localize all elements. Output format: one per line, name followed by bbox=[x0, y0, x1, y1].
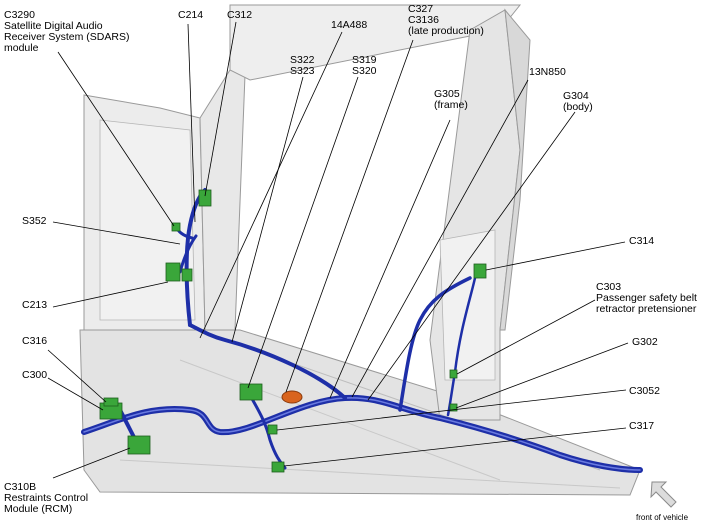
label-c314: C314 bbox=[629, 235, 655, 247]
leader-lines bbox=[47, 21, 629, 479]
label-g305: G305(frame) bbox=[434, 88, 468, 111]
label-c3052: C3052 bbox=[629, 385, 660, 397]
connector-c213-b bbox=[181, 268, 193, 282]
label-c316: C316 bbox=[22, 335, 48, 347]
connector-c317 bbox=[271, 461, 285, 473]
label-s352: S352 bbox=[22, 215, 47, 227]
label-g304: G304(body) bbox=[563, 90, 593, 113]
connector-c3052 bbox=[267, 424, 278, 435]
connectors bbox=[99, 189, 487, 473]
connector-c3290 bbox=[171, 222, 181, 232]
label-c213: C213 bbox=[22, 299, 48, 311]
label-13n850: 13N850 bbox=[529, 66, 566, 78]
vehicle-body bbox=[79, 4, 641, 496]
label-c300: C300 bbox=[22, 369, 48, 381]
connector-c316 bbox=[103, 397, 119, 407]
label-c317: C317 bbox=[629, 420, 655, 432]
label-c214: C214 bbox=[178, 9, 204, 21]
label-c312: C312 bbox=[227, 9, 253, 21]
front-arrow-icon bbox=[650, 481, 677, 508]
connector-c303 bbox=[449, 369, 458, 379]
connector-c310b bbox=[127, 435, 151, 455]
connector-c312 bbox=[198, 189, 212, 207]
connector-s319 bbox=[239, 383, 263, 401]
connector-c314 bbox=[473, 263, 487, 279]
connector-c213 bbox=[165, 262, 181, 282]
harness-clip bbox=[281, 390, 303, 404]
front-of-vehicle-label: front of vehicle bbox=[636, 513, 689, 522]
label-14a488: 14A488 bbox=[331, 19, 368, 31]
label-g302: G302 bbox=[632, 336, 658, 348]
